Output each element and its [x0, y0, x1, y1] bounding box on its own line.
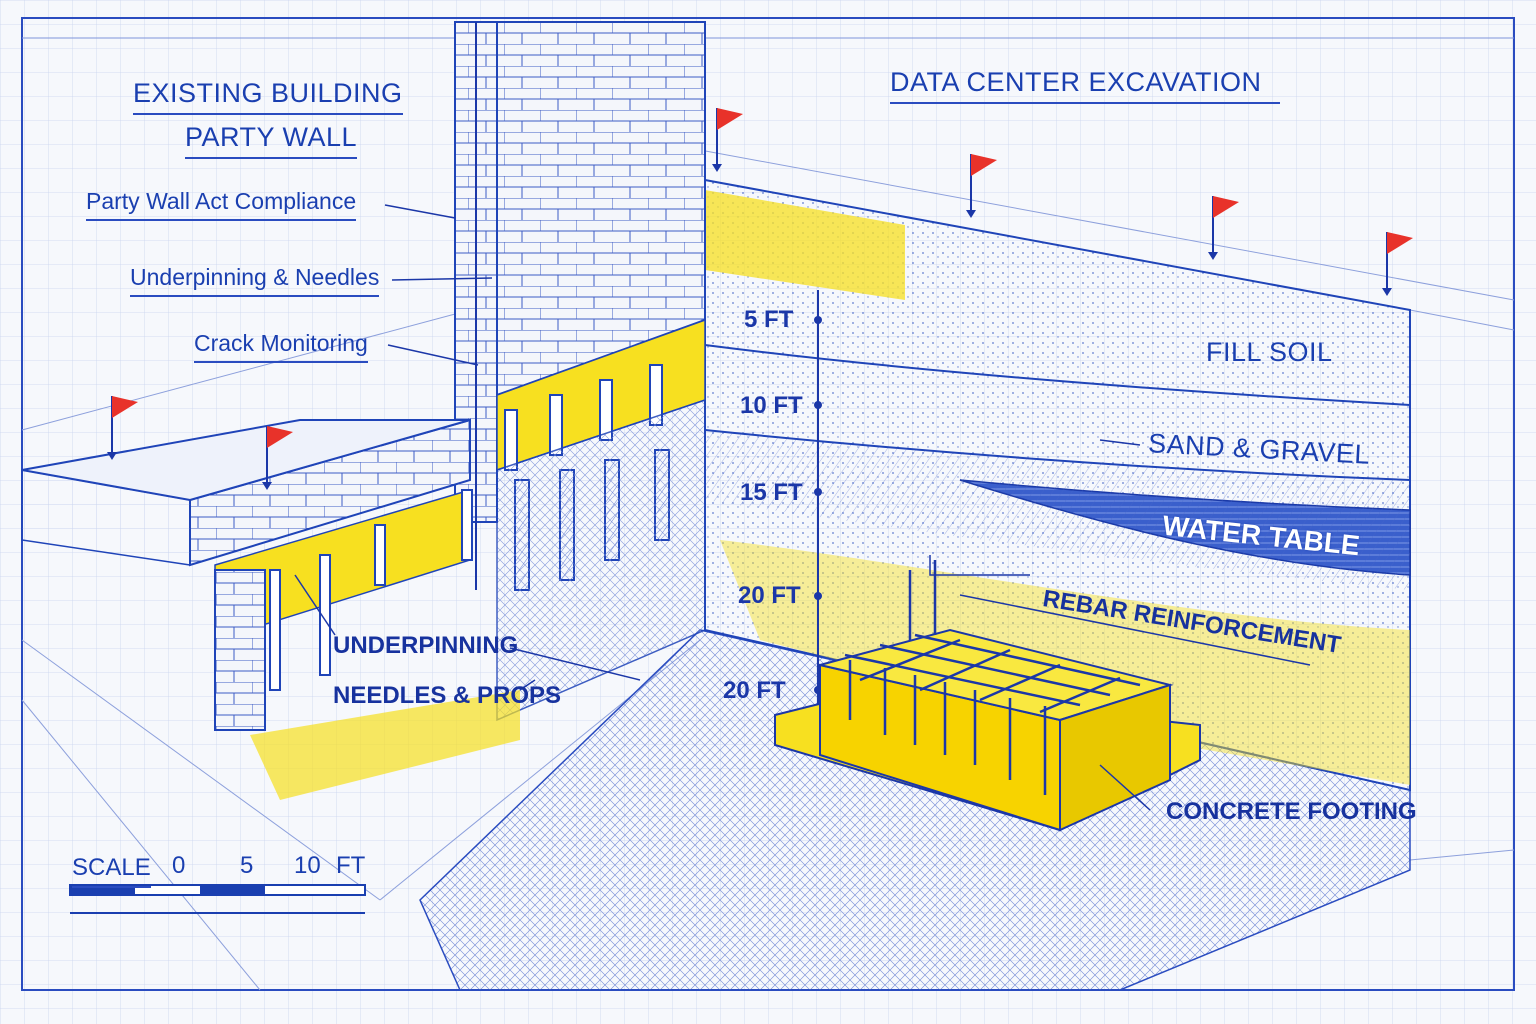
note-underpinning-needles: Underpinning & Needles [130, 264, 380, 297]
note-party-wall-act: Party Wall Act Compliance [86, 188, 357, 221]
scale-tick-0: 0 [172, 852, 186, 879]
scale-label: SCALE [72, 854, 151, 888]
scale-tick-10: 10 [294, 852, 321, 879]
scale-tick-5: 5 [240, 852, 254, 879]
callout-concrete-footing: CONCRETE FOOTING [1166, 798, 1417, 825]
scale-unit: FT [336, 852, 366, 879]
title-existing-building: EXISTING BUILDING [133, 78, 403, 115]
callout-underpinning: UNDERPINNING [333, 632, 519, 659]
depth-marker-5ft: 5 FT [744, 306, 794, 333]
depth-marker-10ft: 10 FT [740, 392, 803, 419]
title-party-wall: PARTY WALL [185, 122, 358, 159]
title-data-center-excavation: DATA CENTER EXCAVATION [890, 67, 1280, 104]
stratum-fill-soil: FILL SOIL [1206, 337, 1333, 367]
callout-needles-props: NEEDLES & PROPS [333, 682, 562, 709]
note-crack-monitoring: Crack Monitoring [194, 330, 368, 363]
depth-marker-20ft: 20 FT [738, 582, 801, 609]
depth-marker-20ft-lower: 20 FT [723, 677, 786, 704]
depth-marker-15ft: 15 FT [740, 479, 803, 506]
